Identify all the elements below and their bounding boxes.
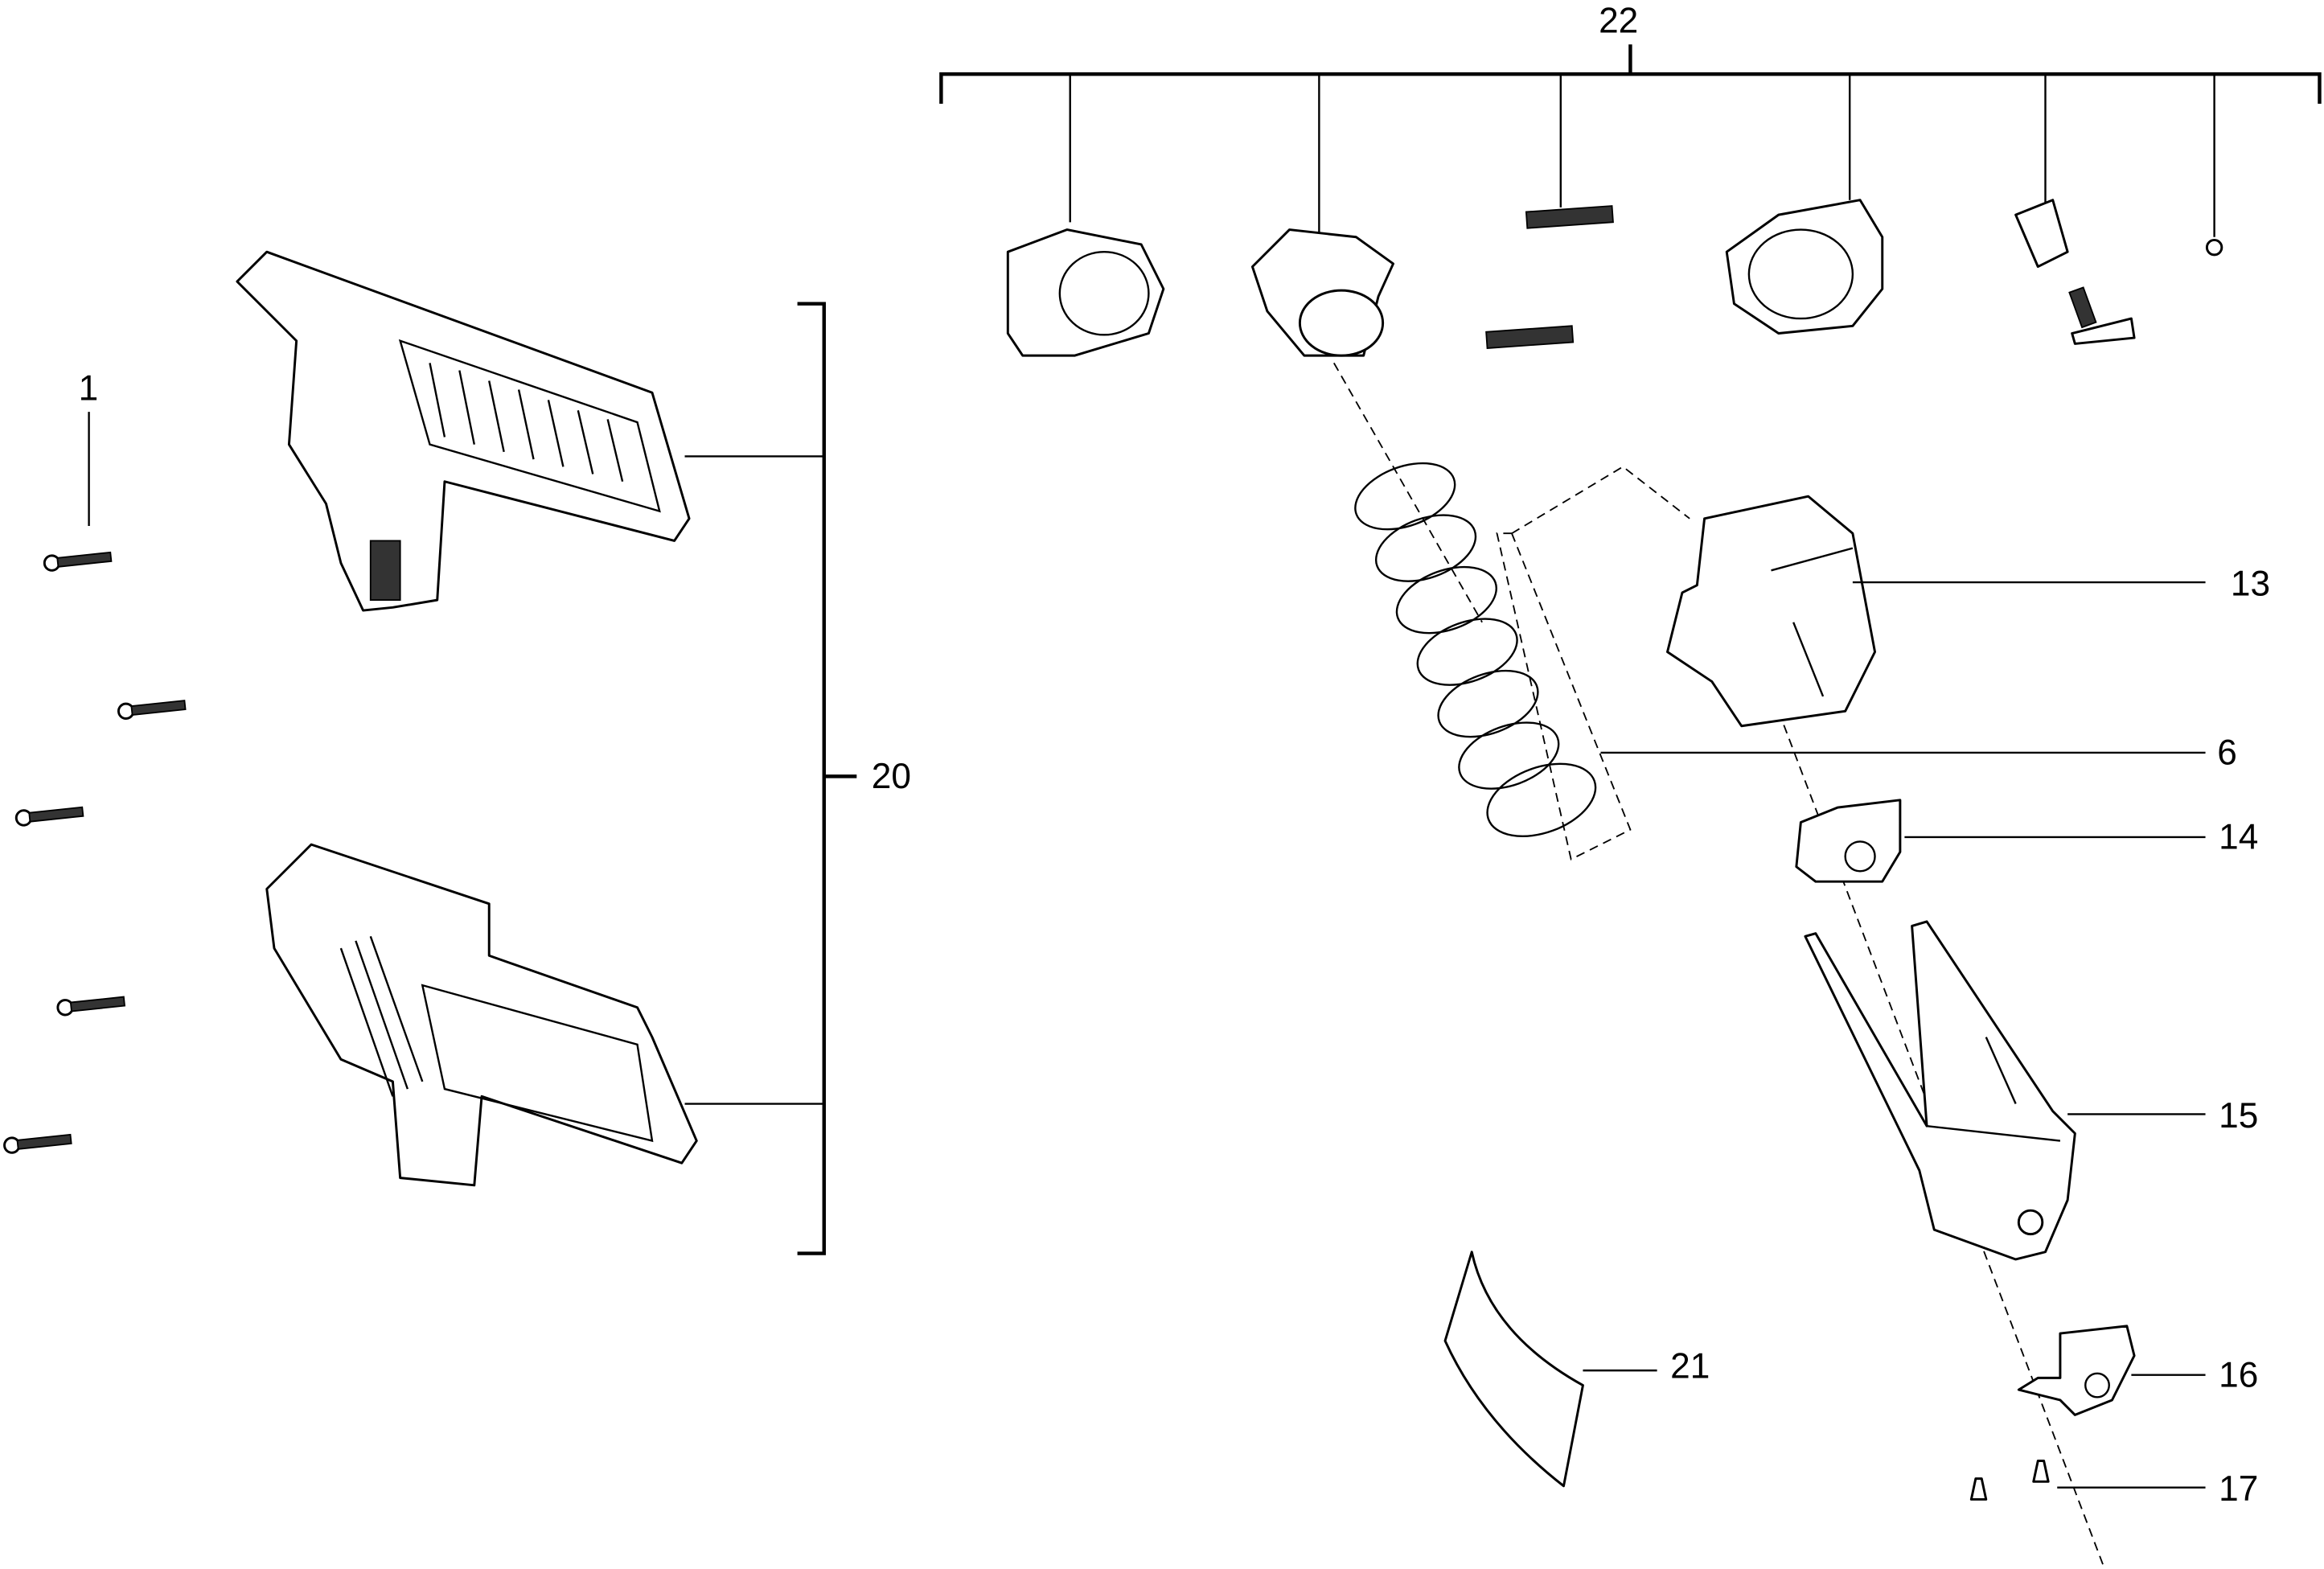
spring-pins (1485, 205, 1614, 349)
callout-16: 16 (2219, 1355, 2258, 1394)
screws-1 (3, 551, 187, 1154)
guard-channel (1804, 920, 2076, 1261)
end-cap (1795, 799, 1902, 883)
spring-box-dashed (1511, 466, 1690, 535)
knob-and-bolt (2014, 199, 2223, 345)
mounting-clip (2017, 1325, 2136, 1416)
bracket-20 (684, 302, 857, 1255)
callout-21: 21 (1670, 1346, 1710, 1386)
axis-dashed (1333, 362, 1632, 860)
screws-17 (1969, 1460, 2050, 1501)
callout-17: 17 (2219, 1469, 2258, 1509)
spring (1354, 462, 1597, 838)
housing-half-upper (236, 250, 691, 612)
bearing-sleeve (1250, 228, 1394, 357)
housing-half-lower (265, 843, 698, 1187)
label-sticker (1443, 1251, 1584, 1488)
bracket-22 (939, 44, 2322, 237)
callout-6: 6 (2217, 733, 2237, 773)
callout-1: 1 (79, 368, 99, 408)
callout-22: 22 (1599, 2, 1638, 41)
callout-15: 15 (2219, 1096, 2258, 1136)
callout-14: 14 (2219, 818, 2258, 857)
clamp-ring-left (1006, 228, 1165, 357)
clamp-ring-right (1725, 199, 1884, 335)
gear-housing (1666, 495, 1877, 728)
callout-13: 13 (2231, 565, 2270, 604)
callout-20: 20 (872, 757, 911, 796)
